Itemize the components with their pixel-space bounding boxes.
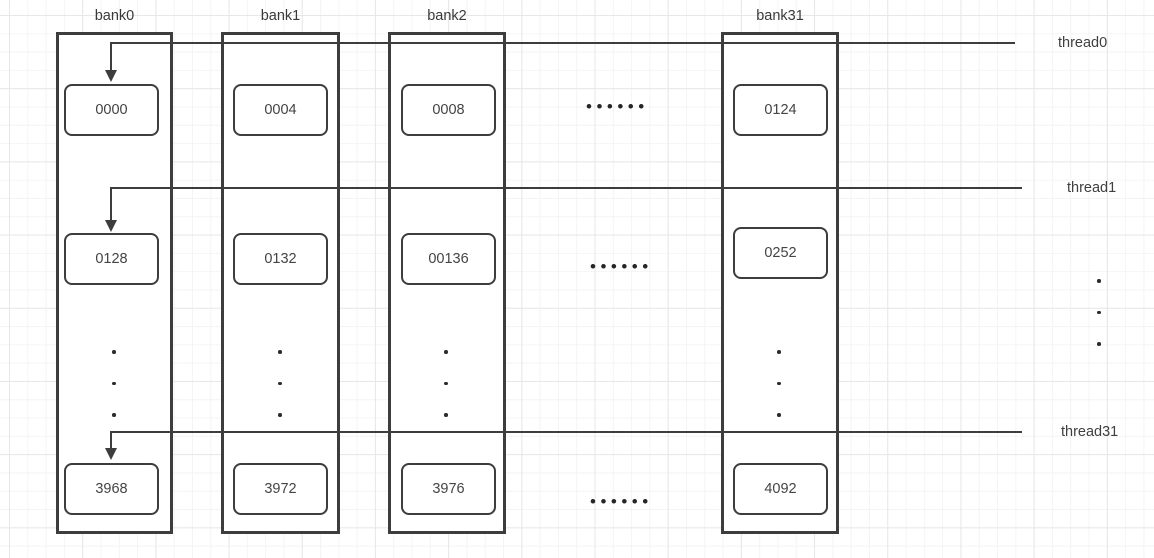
thread31-line: [111, 431, 1022, 433]
thread1-line-drop: [110, 187, 112, 222]
vertical-ellipsis-icon: [444, 350, 448, 417]
vertical-ellipsis-icon: [1097, 279, 1101, 346]
thread0-line: [111, 42, 1015, 44]
thread31-arrow-icon: [105, 448, 117, 460]
thread0-line-drop: [110, 42, 112, 72]
bank1-cell-0132: 0132: [233, 233, 328, 285]
thread0-label: thread0: [1058, 35, 1108, 51]
vertical-ellipsis-icon: [112, 350, 116, 417]
thread1-label: thread1: [1067, 180, 1117, 196]
bank0-cell-0000: 0000: [64, 84, 159, 136]
thread31-line-drop: [110, 431, 112, 450]
bank2-label: bank2: [427, 8, 467, 24]
bank31-label: bank31: [756, 8, 804, 24]
bank31-cell-0252: 0252: [733, 227, 828, 279]
vertical-ellipsis-icon: [278, 350, 282, 417]
horizontal-ellipsis-icon: ••••••: [586, 97, 649, 117]
thread1-line: [111, 187, 1022, 189]
bank1-cell-0004: 0004: [233, 84, 328, 136]
thread31-label: thread31: [1061, 424, 1119, 440]
bank1-label: bank1: [260, 8, 301, 24]
bank0-cell-3968: 3968: [64, 463, 159, 515]
bank0-cell-0128: 0128: [64, 233, 159, 285]
bank2-cell-00136: 00136: [401, 233, 496, 285]
bank2-cell-3976: 3976: [401, 463, 496, 515]
vertical-ellipsis-icon: [777, 350, 781, 417]
bank31-cell-4092: 4092: [733, 463, 828, 515]
thread0-arrow-icon: [105, 70, 117, 82]
thread1-arrow-icon: [105, 220, 117, 232]
bank1-cell-3972: 3972: [233, 463, 328, 515]
horizontal-ellipsis-icon: ••••••: [590, 257, 653, 277]
horizontal-ellipsis-icon: ••••••: [590, 492, 653, 512]
bank31-cell-0124: 0124: [733, 84, 828, 136]
bank2-cell-0008: 0008: [401, 84, 496, 136]
bank0-label: bank0: [94, 8, 135, 24]
